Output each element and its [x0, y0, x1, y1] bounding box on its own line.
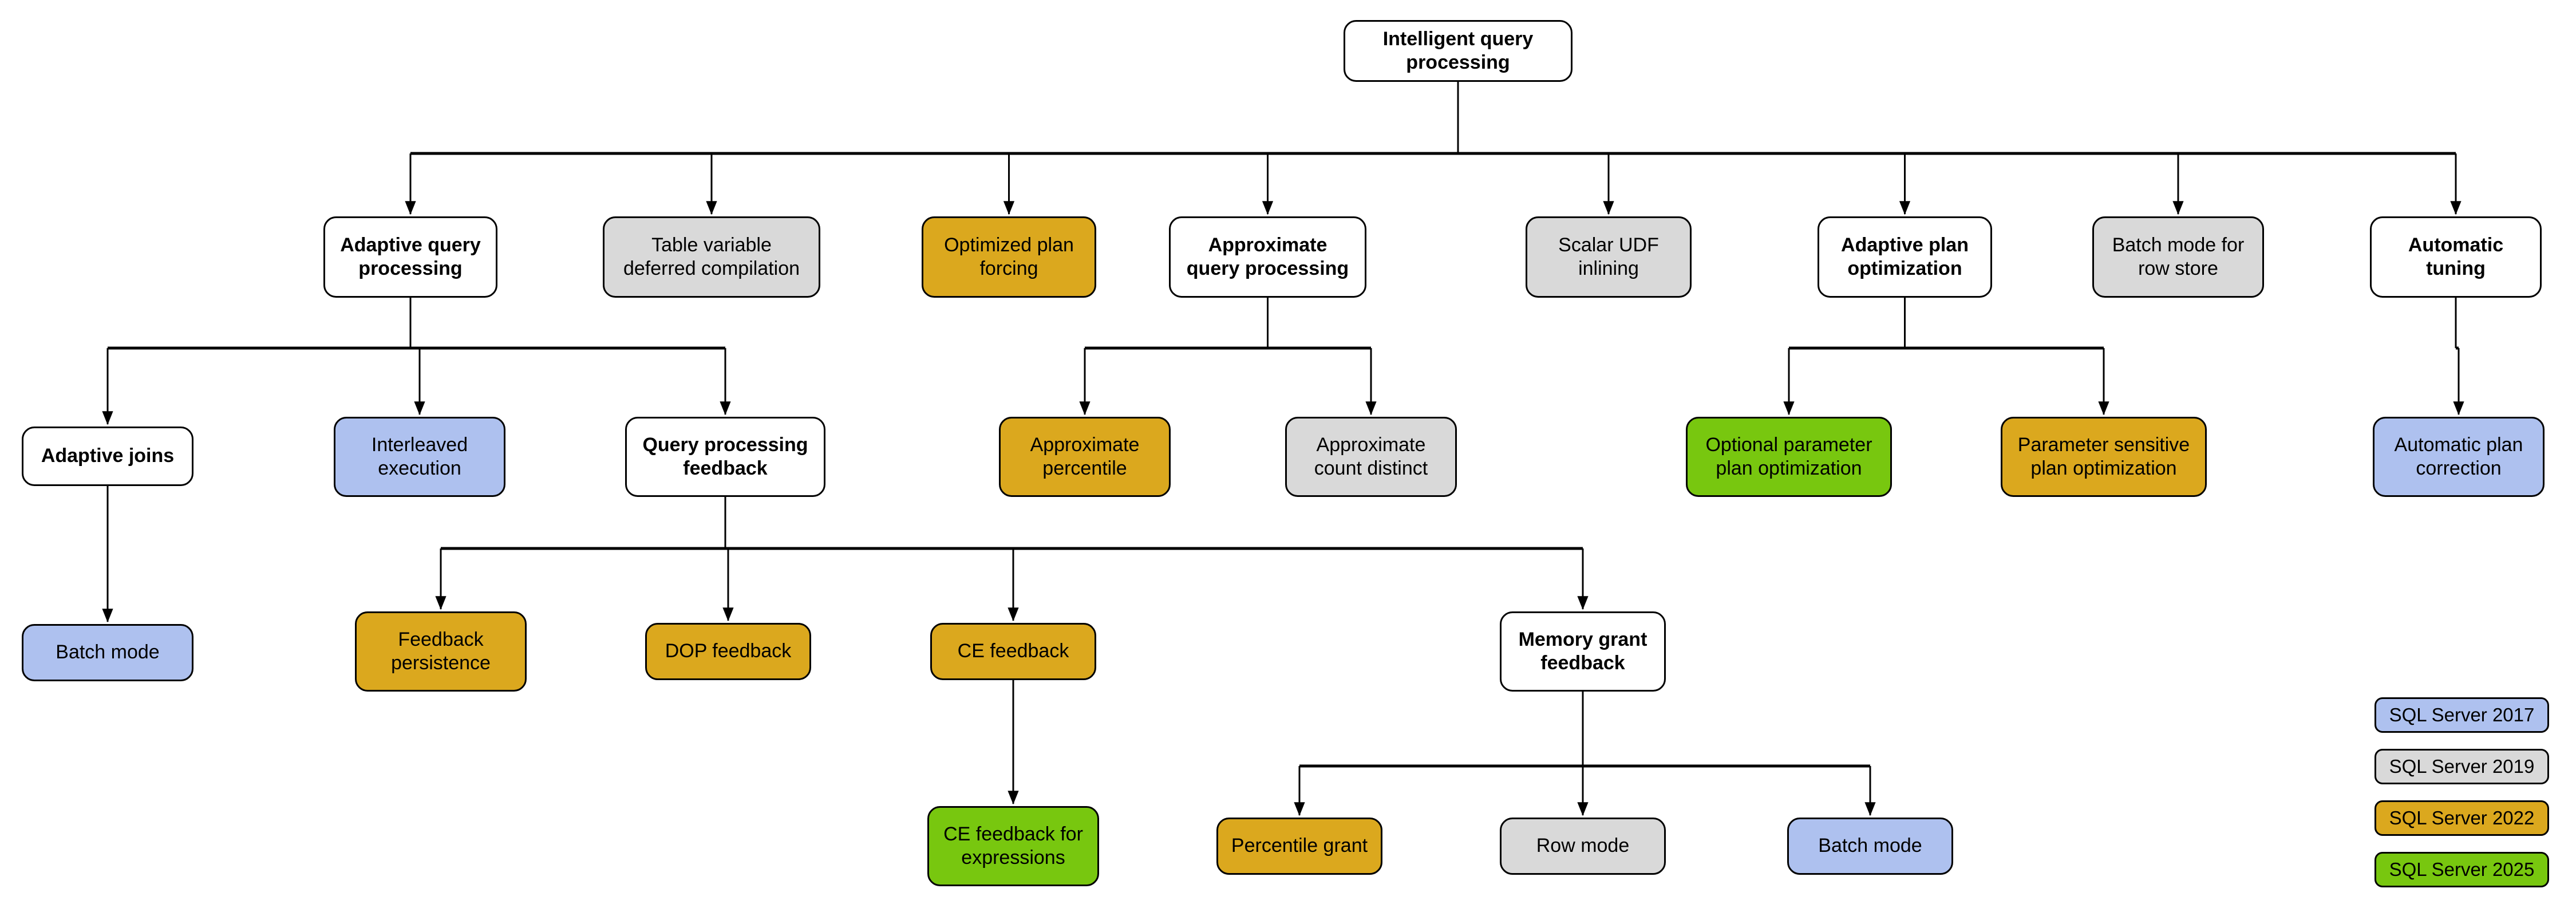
legend-item-label: SQL Server 2019 [2389, 756, 2535, 777]
node-pspo[interactable]: Parameter sensitive plan optimization [2001, 417, 2207, 497]
node-apq[interactable]: Approximate query processing [1169, 216, 1366, 298]
node-label: Intelligent query processing [1382, 27, 1534, 73]
node-label: Feedback persistence [391, 628, 491, 674]
node-tvdc[interactable]: Table variable deferred compilation [603, 216, 820, 298]
legend-item-label: SQL Server 2025 [2389, 859, 2535, 880]
node-acd[interactable]: Approximate count distinct [1285, 417, 1457, 497]
node-label: DOP feedback [665, 640, 792, 662]
node-pg[interactable]: Percentile grant [1216, 818, 1382, 875]
node-label: Approximate percentile [1030, 433, 1140, 479]
node-cef[interactable]: CE feedback [930, 623, 1096, 680]
node-opf[interactable]: Optimized plan forcing [922, 216, 1096, 298]
node-label: Adaptive query processing [340, 234, 481, 279]
node-label: Batch mode [1818, 835, 1922, 857]
node-label: Row mode [1536, 835, 1630, 857]
node-label: Interleaved execution [371, 433, 468, 479]
node-ap[interactable]: Approximate percentile [999, 417, 1171, 497]
node-label: Memory grant feedback [1518, 628, 1647, 674]
node-root[interactable]: Intelligent query processing [1344, 20, 1573, 82]
node-label: CE feedback for expressions [943, 823, 1083, 868]
node-dopf[interactable]: DOP feedback [645, 623, 811, 680]
node-label: Batch mode [56, 641, 160, 664]
legend-item-label: SQL Server 2017 [2389, 704, 2535, 725]
legend-item-lg2019: SQL Server 2019 [2374, 749, 2549, 784]
node-bm2[interactable]: Batch mode [1787, 818, 1953, 875]
node-aj[interactable]: Adaptive joins [22, 427, 193, 486]
node-at[interactable]: Automatic tuning [2370, 216, 2542, 298]
node-label: Automatic plan correction [2394, 433, 2523, 479]
node-label: Query processing feedback [642, 433, 808, 479]
node-bmrs[interactable]: Batch mode for row store [2092, 216, 2264, 298]
node-sudf[interactable]: Scalar UDF inlining [1526, 216, 1692, 298]
node-label: CE feedback [957, 640, 1069, 662]
node-label: Scalar UDF inlining [1558, 234, 1659, 279]
legend-item-label: SQL Server 2022 [2389, 807, 2535, 828]
node-bm1[interactable]: Batch mode [22, 624, 193, 681]
node-apo[interactable]: Adaptive plan optimization [1818, 216, 1992, 298]
node-oppo[interactable]: Optional parameter plan optimization [1686, 417, 1892, 497]
node-label: Automatic tuning [2408, 234, 2504, 279]
node-rm[interactable]: Row mode [1500, 818, 1666, 875]
node-label: Adaptive joins [41, 445, 175, 467]
node-ie[interactable]: Interleaved execution [334, 417, 505, 497]
node-apc[interactable]: Automatic plan correction [2373, 417, 2545, 497]
node-label: Percentile grant [1231, 835, 1368, 857]
node-aqp[interactable]: Adaptive query processing [323, 216, 497, 298]
node-label: Batch mode for row store [2112, 234, 2245, 279]
legend-item-lg2025: SQL Server 2025 [2374, 852, 2549, 887]
node-label: Approximate count distinct [1314, 433, 1428, 479]
node-qpf[interactable]: Query processing feedback [625, 417, 825, 497]
node-cefe[interactable]: CE feedback for expressions [927, 806, 1099, 886]
node-mgf[interactable]: Memory grant feedback [1500, 611, 1666, 692]
node-fp[interactable]: Feedback persistence [355, 611, 527, 692]
node-label: Approximate query processing [1186, 234, 1349, 279]
node-label: Table variable deferred compilation [623, 234, 800, 279]
legend-item-lg2017: SQL Server 2017 [2374, 697, 2549, 733]
legend-item-lg2022: SQL Server 2022 [2374, 800, 2549, 836]
node-label: Optional parameter plan optimization [1705, 433, 1872, 479]
node-label: Optimized plan forcing [944, 234, 1074, 279]
node-label: Adaptive plan optimization [1841, 234, 1969, 279]
node-label: Parameter sensitive plan optimization [2017, 433, 2190, 479]
